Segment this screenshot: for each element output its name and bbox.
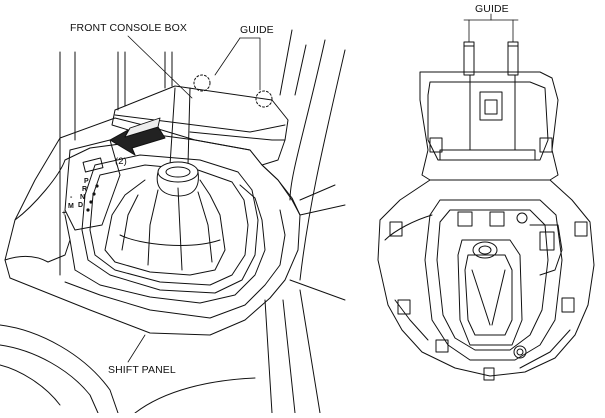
interior-structure-lines — [0, 29, 346, 414]
shift-sign-plus: + — [62, 210, 67, 217]
label-callout-2: (2) — [115, 156, 127, 167]
left-view-installed — [0, 29, 346, 414]
guide-circles — [193, 74, 273, 108]
label-shift-panel: SHIFT PANEL — [108, 364, 176, 376]
shift-boot — [104, 179, 226, 276]
shift-knob — [156, 87, 199, 197]
shift-letter-m: M — [68, 203, 74, 210]
label-guide-left: GUIDE — [240, 24, 274, 36]
shift-letter-n: N — [80, 194, 86, 201]
guide-tabs — [463, 41, 519, 76]
right-view-detached-panel — [377, 13, 595, 381]
label-front-console-box: FRONT CONSOLE BOX — [70, 22, 188, 34]
shift-panel — [4, 117, 301, 336]
removal-direction-arrow — [109, 117, 166, 156]
front-console-box — [111, 85, 301, 216]
shift-sign-minus: - — [70, 194, 73, 201]
label-guide-right: GUIDE — [475, 3, 509, 15]
left-leader-lines — [127, 35, 261, 363]
shift-letter-p: P — [84, 178, 89, 185]
shift-letter-r: R — [82, 186, 88, 193]
shift-letter-d: D — [78, 202, 84, 209]
